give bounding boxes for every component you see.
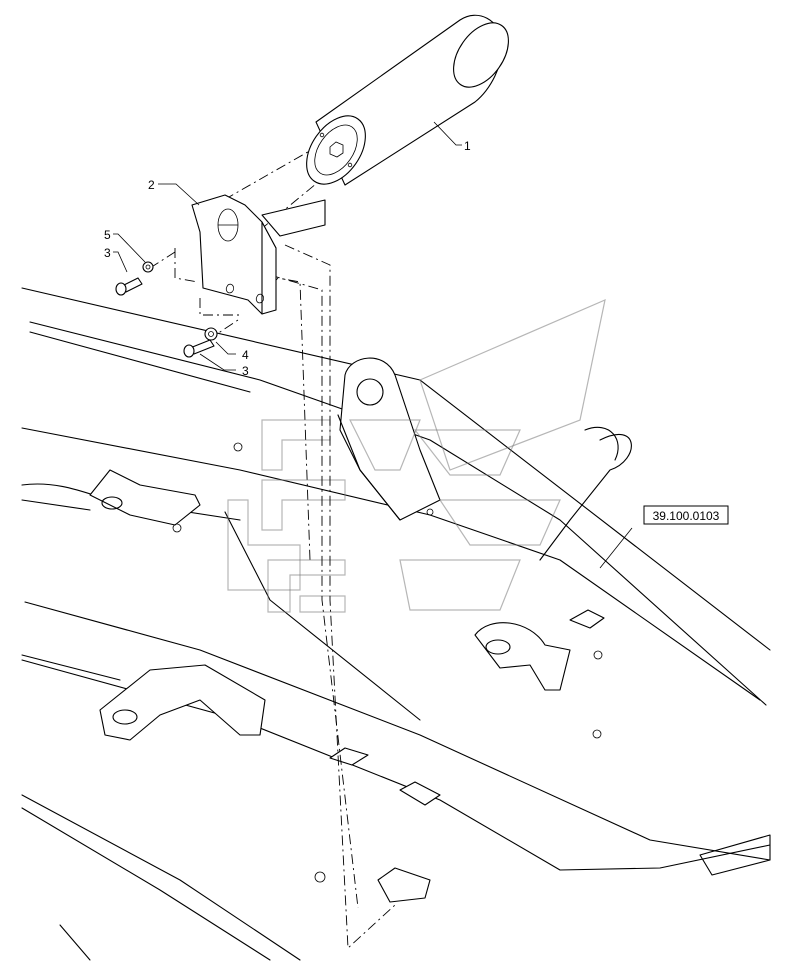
callout-2: 2 xyxy=(148,178,155,192)
callout-1: 1 xyxy=(464,139,471,153)
leader-lines xyxy=(113,121,633,569)
callout-3-upper: 3 xyxy=(104,246,111,260)
mounting-bracket xyxy=(191,194,326,315)
reference-label: 39.100.0103 xyxy=(653,509,720,523)
callout-4: 4 xyxy=(242,348,249,362)
bolt-upper xyxy=(115,277,143,296)
roller-cylinder xyxy=(306,14,509,186)
callouts: 1 2 5 3 4 3 xyxy=(104,139,471,378)
callout-3-lower: 3 xyxy=(242,364,249,378)
washer-upper xyxy=(142,261,154,273)
reference-box[interactable]: 39.100.0103 xyxy=(643,505,729,525)
bolt-lower xyxy=(183,339,215,358)
washer-lower xyxy=(204,327,218,341)
callout-5: 5 xyxy=(104,228,111,242)
chassis-frame xyxy=(21,287,771,961)
